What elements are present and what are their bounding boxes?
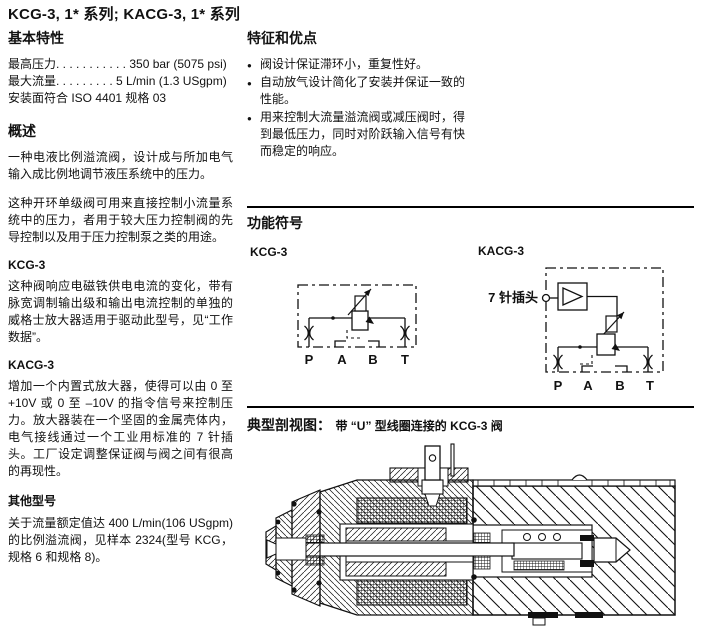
kacg3-symbol-label: KACG-3 [478, 244, 525, 258]
amplifier-triangle-icon [562, 286, 584, 307]
basic-characteristics-heading: 基本特性 [8, 30, 64, 46]
port-label-a: A [583, 378, 593, 393]
relief-valve-symbol [596, 333, 616, 356]
seven-pin-connector-label: 7 针插头 [488, 290, 538, 305]
kcg3-subheading: KCG-3 [8, 258, 46, 272]
proportional-solenoid-symbol [354, 295, 367, 312]
kacg3-subheading: KACG-3 [8, 358, 55, 372]
kcg3-hydraulic-symbol: P A B T [297, 284, 417, 367]
poppet-icon [593, 537, 631, 563]
coil-winding [356, 497, 468, 524]
page-title: KCG-3, 1* 系列; KACG-3, 1* 系列 [8, 6, 241, 23]
proportional-solenoid-symbol [605, 315, 618, 333]
port-label-t: T [401, 352, 409, 367]
feature-item: 用来控制大流量溢流阀或减压阀时，得到最低压力，同时对阶跃输入信号有快而稳定的响应… [247, 109, 465, 160]
coil-winding [356, 579, 468, 606]
feature-item: 自动放气设计简化了安装并保证一致的性能。 [247, 74, 465, 108]
cross-section-heading: 典型剖视图： 带 “U” 型线圈连接的 KCG-3 阀 [247, 415, 503, 435]
features-list: 阀设计保证滞环小，重复性好。 自动放气设计简化了安装并保证一致的性能。 用来控制… [247, 56, 699, 160]
end-cap-nut [265, 489, 321, 607]
kcg3-symbol-label: KCG-3 [250, 245, 288, 259]
port-label-b: B [615, 378, 624, 393]
relief-valve-symbol [351, 310, 369, 331]
section-divider [247, 406, 694, 408]
overview-heading: 概述 [8, 123, 36, 139]
spec-mounting: 安装面符合 ISO 4401 规格 03 [8, 91, 167, 105]
features-section: 特征和优点 阀设计保证滞环小，重复性好。 自动放气设计简化了安装并保证一致的性能… [247, 28, 699, 161]
symbol-envelope [545, 267, 664, 373]
other-models-paragraph: 关于流量额定值达 400 L/min(106 USgpm) 的比例溢流阀，见样本… [8, 516, 233, 564]
spec-max-pressure: 最高压力. . . . . . . . . . . 350 bar (5075 … [8, 57, 227, 71]
overview-paragraph-1: 一种电液比例溢流阀，设计成与所加电气输入成比例地调节液压系统中的压力。 [8, 150, 233, 181]
port-label-b: B [368, 352, 377, 367]
o-ring-seals [275, 501, 477, 593]
overview-paragraph-2: 这种开环单级阀可用来直接控制小流量系统中的压力，者用于较大压力控制阀的先导控制以… [8, 196, 233, 244]
kacg3-hydraulic-symbol: 7 针插头 P A B T [488, 267, 664, 393]
function-symbols-heading: 功能符号 [247, 215, 303, 231]
feature-item: 阀设计保证滞环小，重复性好。 [247, 56, 465, 74]
port-label-p: P [305, 352, 314, 367]
terminal-pin [450, 443, 455, 477]
cross-section-title: 典型剖视图： [247, 417, 331, 433]
solenoid-assembly [277, 467, 515, 616]
port-label-t: T [646, 378, 654, 393]
cross-section-subtitle: 带 “U” 型线圈连接的 KCG-3 阀 [335, 419, 503, 433]
left-column: 基本特性 最高压力. . . . . . . . . . . 350 bar (… [8, 28, 233, 578]
section-divider [247, 206, 694, 208]
symbol-envelope [297, 284, 417, 348]
other-models-subheading: 其他型号 [8, 494, 57, 508]
port-label-a: A [337, 352, 347, 367]
cross-section-drawing [265, 443, 676, 626]
features-heading: 特征和优点 [247, 30, 317, 46]
connector-node-icon [541, 293, 551, 303]
kcg3-paragraph: 这种阀响应电磁铁供电电流的变化，带有脉宽调制输出级和输出电流控制的单独的威格士放… [8, 279, 233, 344]
spade-terminal [421, 443, 455, 507]
spec-max-flow: 最大流量. . . . . . . . . 5 L/min (1.3 USgpm… [8, 74, 227, 88]
kacg3-paragraph: 增加一个内置式放大器，使得可以由 0 至 +10V 或 0 至 –10V 的指令… [8, 379, 233, 478]
port-label-p: P [554, 378, 563, 393]
